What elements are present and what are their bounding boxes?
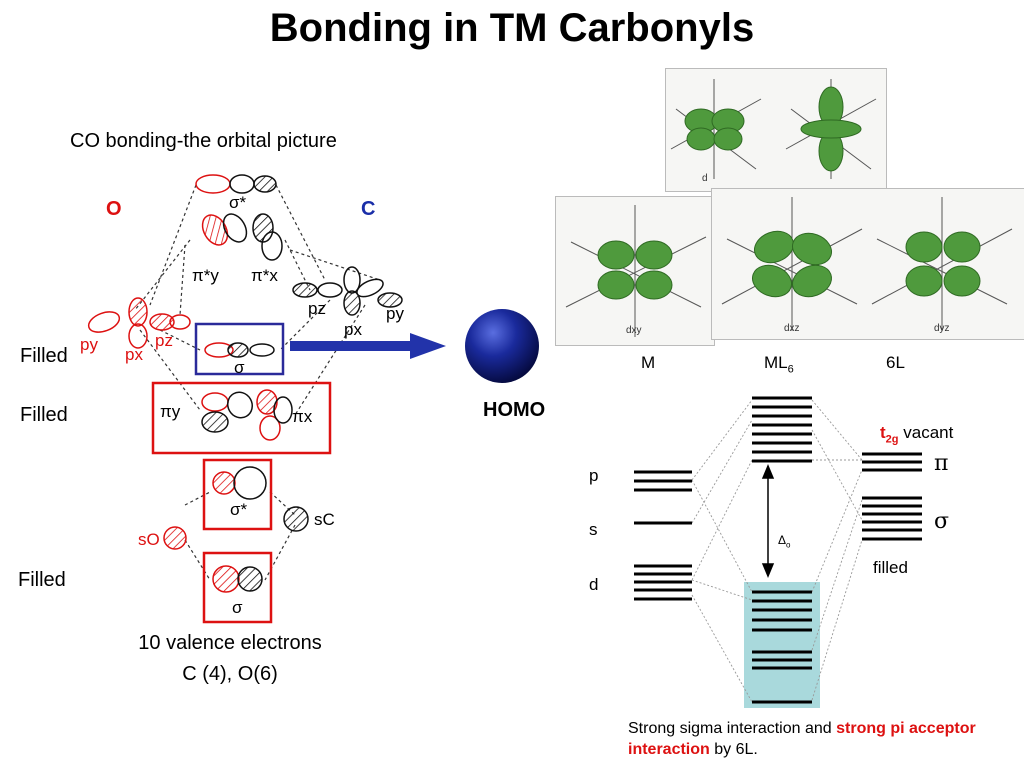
sigma-symbol-label: σ	[934, 509, 950, 534]
correlation-dotted-lines	[691, 399, 863, 703]
dxz-dyz-orbital-panel: dxz dyz	[711, 188, 1024, 340]
caption: Strong sigma interaction and strong pi a…	[628, 720, 976, 758]
homo-sphere-icon	[465, 309, 539, 383]
sigma-low-label: σ	[232, 598, 243, 617]
homo-label: HOMO	[483, 399, 546, 421]
pi-symbol-label: π	[934, 451, 949, 476]
filled-label-sigma: Filled	[20, 345, 68, 367]
px-carbon-label: px	[344, 320, 362, 339]
filled-ligand-label: filled	[873, 558, 908, 577]
sigma-low-box	[202, 551, 273, 624]
carbon-p-orbitals	[292, 266, 403, 316]
pz-carbon-label: pz	[308, 299, 326, 318]
s-oxygen-label: sO	[138, 530, 160, 549]
dxy-label: dxy	[626, 325, 642, 336]
column-ml6-label: ML6	[764, 353, 794, 376]
complex-levels	[752, 396, 812, 704]
sigma-star-low-box	[202, 458, 273, 531]
arrow-to-homo-icon	[290, 333, 446, 359]
ligand-levels	[862, 452, 922, 541]
sigma-low-orbital	[212, 565, 263, 593]
s-carbon-label: sC	[314, 510, 335, 529]
level-d-label: d	[589, 575, 599, 594]
pi-bonding-box	[151, 381, 332, 455]
level-s-label: s	[589, 520, 598, 539]
sigma-mid-label: σ	[234, 358, 245, 377]
pi-x-label: πx	[292, 407, 313, 426]
pi-star-y-label: π*y	[192, 266, 219, 285]
sigma-star-top-label: σ*	[229, 193, 247, 212]
sigma-mid-orbital	[204, 342, 275, 358]
dz2-label: d	[702, 173, 708, 184]
carbon-label: C	[361, 198, 376, 220]
valence-line-1: 10 valence electrons	[138, 632, 322, 654]
pz-oxygen-label: pz	[155, 331, 173, 350]
t2g-vacant-label: t2g vacant	[880, 423, 954, 446]
metal-levels	[634, 470, 692, 601]
pi-bonding-orbitals	[201, 389, 293, 441]
py-oxygen-label: py	[80, 335, 98, 354]
dxy-orbital-panel: dxy	[555, 196, 715, 346]
homo-sigma-box	[194, 322, 285, 376]
pi-star-x-label: π*x	[251, 266, 278, 285]
s-oxygen-orbital	[163, 526, 187, 550]
column-m-label: M	[641, 353, 656, 372]
pi-y-label: πy	[160, 402, 181, 421]
oxygen-label: O	[106, 198, 122, 220]
dxz-label: dxz	[784, 323, 800, 334]
oxygen-p-orbitals	[87, 297, 191, 349]
delta-o-label: Δo	[778, 533, 791, 550]
valence-line-2: C (4), O(6)	[182, 663, 278, 685]
page-title: Bonding in TM Carbonyls	[269, 6, 755, 50]
sigma-star-low-label: σ*	[230, 500, 248, 519]
filled-levels-highlight	[744, 582, 820, 708]
sigma-star-top-orbital	[195, 174, 277, 194]
delta-o-arrow-icon	[761, 464, 775, 578]
py-carbon-label: py	[386, 304, 404, 323]
column-6l-label: 6L	[886, 353, 905, 372]
dyz-label: dyz	[934, 323, 950, 334]
filled-label-sigma-low: Filled	[18, 569, 66, 591]
level-p-label: p	[589, 466, 599, 485]
dz2-orbital-panel: d	[665, 68, 887, 192]
filled-label-pi: Filled	[20, 404, 68, 426]
sigma-star-low-orbital	[212, 466, 267, 500]
s-carbon-orbital	[283, 506, 309, 532]
co-bonding-subtitle: CO bonding-the orbital picture	[70, 130, 337, 152]
correlation-lines	[134, 184, 381, 581]
px-oxygen-label: px	[125, 345, 143, 364]
pi-star-orbitals	[201, 213, 283, 261]
